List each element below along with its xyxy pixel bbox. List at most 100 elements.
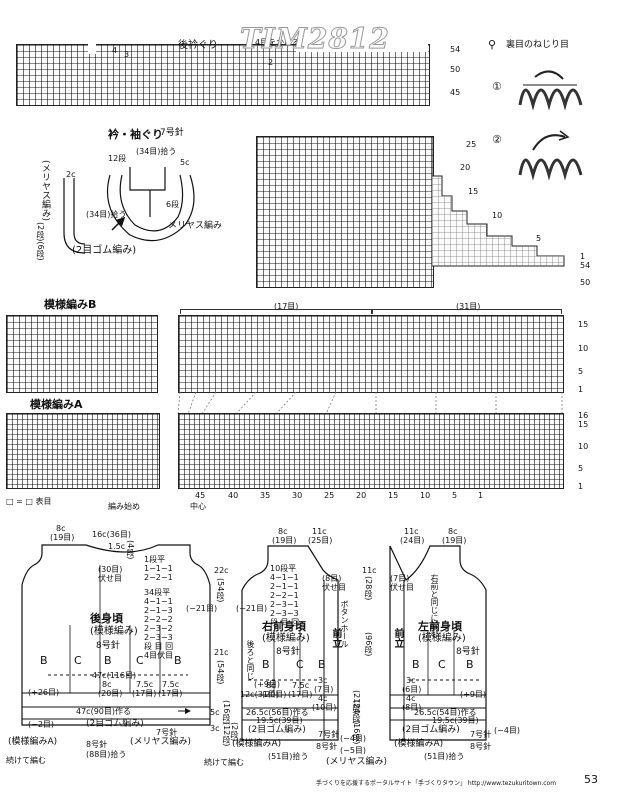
back-r12: (12段) xyxy=(222,722,231,747)
pa-center: 中心 xyxy=(190,502,206,511)
rf-letter-3: B xyxy=(318,658,326,671)
back-piece-outline xyxy=(21,544,211,726)
back-cast: 47c(90目)作る xyxy=(76,707,131,716)
rc-row-25: 25 xyxy=(466,140,477,149)
rf-same: 後ろと同じ xyxy=(246,640,255,680)
collar-stock: メリヤス編み xyxy=(168,221,223,231)
lf-letter-2: C xyxy=(438,658,446,671)
collar-rows12: 12段 xyxy=(108,154,127,163)
collar-shape xyxy=(106,167,195,242)
rf-dec4: 2−2−1 xyxy=(270,591,299,600)
back-cont: 続けて編む xyxy=(6,756,46,765)
chart-notch xyxy=(88,44,96,54)
pattern-b-chart-small xyxy=(6,315,158,393)
lf-title: 左前身頃 xyxy=(418,620,462,633)
pa-col-30: 30 xyxy=(292,491,303,500)
pa-col-25: 25 xyxy=(324,491,335,500)
rf-minus21: (−21目) xyxy=(236,604,268,613)
rc-row-1: 1 xyxy=(580,252,586,261)
rf-3c-st: (7目) xyxy=(314,685,334,694)
lf-letter-1: B xyxy=(412,658,420,671)
rf-75c: 7.5c xyxy=(292,681,310,690)
rf-top-11c-st: (25目) xyxy=(308,536,333,545)
rf-dec6: 2−3−3 xyxy=(270,609,299,618)
back-r16: (16段) xyxy=(222,700,231,725)
lf-bind: (7目)伏せ目 xyxy=(390,574,414,592)
rf-needle: 8号針 xyxy=(276,647,300,657)
back-stock: (メリヤス編み) xyxy=(130,737,192,747)
lf-top-8c-st: (19目) xyxy=(442,536,467,545)
top-chart-title: 後衿ぐり xyxy=(178,40,218,51)
pattern-connectors xyxy=(177,392,563,415)
lf-pick: (51目)拾う xyxy=(424,752,465,761)
rf-stock: (メリヤス編み) xyxy=(326,757,388,767)
back-5c: 5c xyxy=(210,708,220,717)
rf-top-8c: 8c xyxy=(278,527,288,536)
back-dec11: 4目伏目 xyxy=(144,651,174,660)
pb-row-10: 10 xyxy=(578,344,589,353)
back-patA: (模様編みA) xyxy=(8,737,58,747)
lf-plus9: (+9目) xyxy=(460,690,487,699)
back-plus26: (+26目) xyxy=(28,688,60,697)
lf-195: 19.5c(39目) xyxy=(432,716,479,725)
pa-row-16: 16 xyxy=(578,411,589,420)
rf-letter-2: C xyxy=(296,658,304,671)
lfront-outline xyxy=(389,545,487,741)
lf-n7: 7号針 xyxy=(470,730,492,739)
back-dec5: 4−1−1 xyxy=(144,597,173,606)
rf-8c-st: (20目) xyxy=(262,690,287,699)
twist-stitch-icon: ⚲ xyxy=(488,38,497,51)
back-dec9: 2−3−3 xyxy=(144,633,173,642)
back-75c-b: 7.5c xyxy=(162,680,180,689)
back-dec6: 2−1−3 xyxy=(144,606,173,615)
pb-row-1: 1 xyxy=(578,385,584,394)
rf-195: 19.5c(39目) xyxy=(256,716,303,725)
back-dec1: 1段平 xyxy=(144,555,166,564)
lf-4c: 4c xyxy=(406,694,416,703)
top-row-50: 50 xyxy=(450,65,461,74)
rf-dec1: 10段平 xyxy=(270,564,297,573)
rf-r24: (24段) xyxy=(352,700,361,725)
rf-title: 右前身頃 xyxy=(262,620,306,633)
pa-legend: □ = □ 表目 xyxy=(6,497,52,506)
rf-front-band: 前立 xyxy=(330,628,341,648)
rf-bind: (8目)伏せ目 xyxy=(322,574,346,592)
collar-rib: (2目ゴム編み) xyxy=(72,245,137,256)
rf-4c-st: (10目) xyxy=(312,703,337,712)
rc-row-10: 10 xyxy=(492,211,503,220)
back-75c: 7.5c xyxy=(136,680,154,689)
lf-front-band: 前立 xyxy=(392,628,403,648)
lf-minus4: (−4目) xyxy=(494,726,521,735)
collar-5c: 5c xyxy=(180,158,190,167)
lf-rib: (2目ゴム編み) xyxy=(402,725,460,735)
rc-row-5: 5 xyxy=(536,234,542,243)
back-8c-st: (20目) xyxy=(98,689,123,698)
back-minus2: (−2目) xyxy=(28,720,55,729)
pattern-a-chart-main xyxy=(178,413,564,489)
back-75c-b-st: (17目) xyxy=(158,689,183,698)
back-dec7: 2−2−2 xyxy=(144,615,173,624)
back-needle: 8号針 xyxy=(96,641,120,651)
pb-row-5: 5 xyxy=(578,367,584,376)
back-letter-5: B xyxy=(174,654,182,667)
page-number: 53 xyxy=(584,773,598,786)
pb-group-17: (17目) xyxy=(274,302,299,311)
back-r2: (2段) xyxy=(230,722,239,742)
rf-11c: 11c xyxy=(362,566,377,575)
lf-patA: (模様編みA) xyxy=(394,739,444,749)
rf-dec3: 2−1−1 xyxy=(270,582,299,591)
top-kake-note: 4目をかける xyxy=(255,38,301,47)
top-arrow-2: 2 xyxy=(268,58,274,67)
lf-letter-3: B xyxy=(466,658,474,671)
back-w47: 47c(116目) xyxy=(92,671,137,680)
rf-minus5: (−5目) xyxy=(340,746,367,755)
pa-row-1: 1 xyxy=(578,482,584,491)
legend-step-1: ① xyxy=(492,80,502,93)
back-title: 後身頃 xyxy=(90,612,123,625)
back-8c: 8c xyxy=(102,680,112,689)
legend-title: 裏目のねじり目 xyxy=(506,40,570,50)
top-arrow-3: 3 xyxy=(124,50,130,59)
pb-group-31: (31目) xyxy=(456,302,481,311)
pattern-b-chart-main xyxy=(178,315,564,393)
twist-illustration-1 xyxy=(518,70,583,110)
